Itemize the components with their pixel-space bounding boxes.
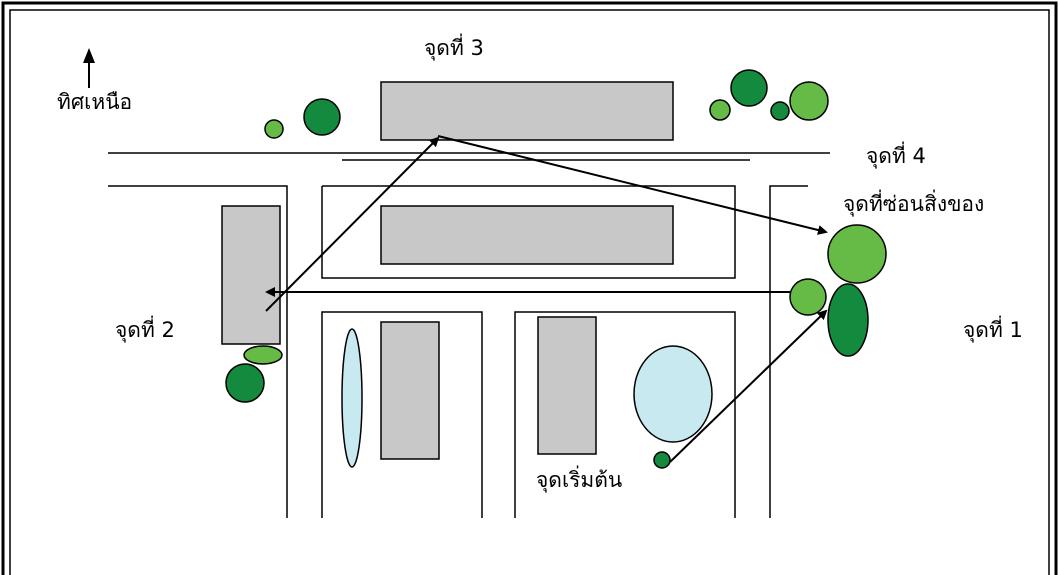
trees xyxy=(225,69,887,469)
tree xyxy=(789,81,829,121)
tree xyxy=(653,451,671,469)
point2-label: จุดที่ 2 xyxy=(115,318,175,342)
tree xyxy=(225,363,265,403)
inner-frame xyxy=(9,9,1050,575)
building-north xyxy=(380,81,674,141)
building-south-right xyxy=(537,316,597,455)
tree xyxy=(709,99,731,121)
building-west xyxy=(221,205,281,345)
pond-right xyxy=(633,345,713,443)
point4-label: จุดที่ 4 xyxy=(866,144,926,168)
tree xyxy=(827,224,887,284)
point1-label: จุดที่ 1 xyxy=(963,318,1023,342)
building-center xyxy=(380,205,674,265)
tree xyxy=(827,283,869,357)
route xyxy=(265,135,828,463)
north-arrow-icon xyxy=(83,48,95,88)
north-label: ทิศเหนือ xyxy=(57,90,133,114)
pond-left xyxy=(341,328,363,468)
roads xyxy=(108,152,830,518)
tree xyxy=(264,119,284,139)
tree xyxy=(730,69,768,107)
start-label: จุดเริ่มต้น xyxy=(536,468,623,492)
tree xyxy=(243,345,283,365)
building-south-left xyxy=(380,321,440,460)
tree xyxy=(770,101,790,121)
tree xyxy=(303,98,341,136)
tree xyxy=(789,278,827,316)
point3-label: จุดที่ 3 xyxy=(424,36,484,60)
hiding-spot-label: จุดที่ซ่อนสิ่งของ xyxy=(843,192,985,216)
